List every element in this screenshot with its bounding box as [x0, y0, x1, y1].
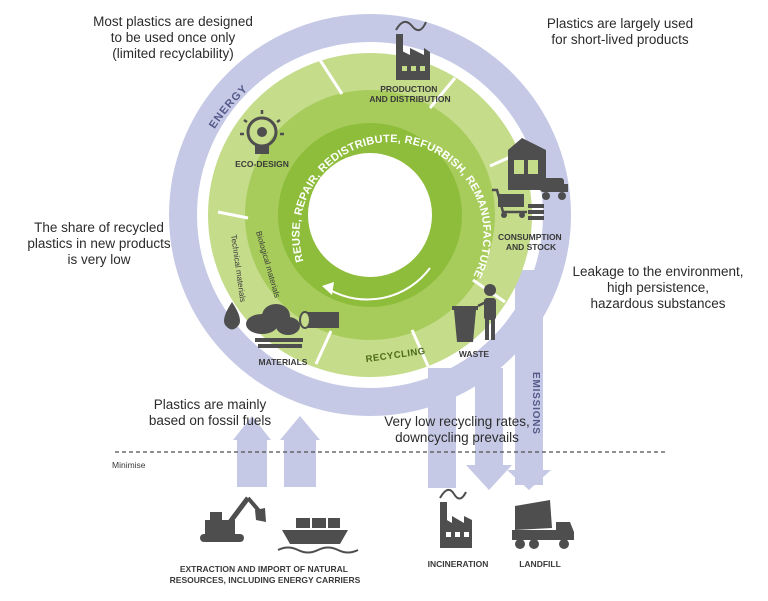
materials-label: MATERIALS: [259, 357, 308, 367]
shop-cart-truck-icon: [492, 138, 568, 220]
note-fossil-fuels: Plastics are mainly based on fossil fuel…: [148, 397, 272, 428]
excavator-icon: [200, 496, 266, 542]
incineration-label: INCINERATION: [428, 559, 489, 569]
factory-icon: [395, 20, 430, 80]
green-cycle: [208, 53, 532, 377]
note-recycled-share: The share of recycled plastics in new pr…: [27, 220, 171, 267]
emissions-label: EMISSIONS: [530, 372, 541, 435]
note-single-use: Most plastics are designed to be used on…: [93, 14, 253, 61]
energy-ring: [169, 14, 571, 490]
incineration-factory-icon: [439, 488, 472, 548]
log-icon: [299, 311, 339, 329]
minimise-label: Minimise: [112, 460, 146, 470]
inflow-arrows: [233, 416, 320, 487]
oil-drop-icon: [224, 302, 240, 330]
lightbulb-gear-icon: [240, 110, 284, 154]
eco-design-label: ECO-DESIGN: [235, 159, 289, 169]
outflow-arrows: [428, 368, 512, 490]
note-short-lived: Plastics are largely used for short-live…: [546, 16, 694, 47]
extraction-label: EXTRACTION AND IMPORT OF NATURAL RESOURC…: [170, 564, 361, 585]
person-bin-icon: [452, 284, 496, 342]
dump-truck-icon: [512, 500, 574, 549]
consumption-label: CONSUMPTION AND STOCK: [498, 232, 564, 252]
materials-pile-icon: [246, 304, 303, 348]
ship-icon: [277, 518, 359, 554]
waste-label: WASTE: [459, 349, 490, 359]
production-label: PRODUCTION AND DISTRIBUTION: [369, 84, 450, 104]
note-recycling-rates: Very low recycling rates, downcycling pr…: [384, 414, 530, 445]
note-leakage: Leakage to the environment, high persist…: [572, 264, 744, 311]
landfill-label: LANDFILL: [519, 559, 561, 569]
